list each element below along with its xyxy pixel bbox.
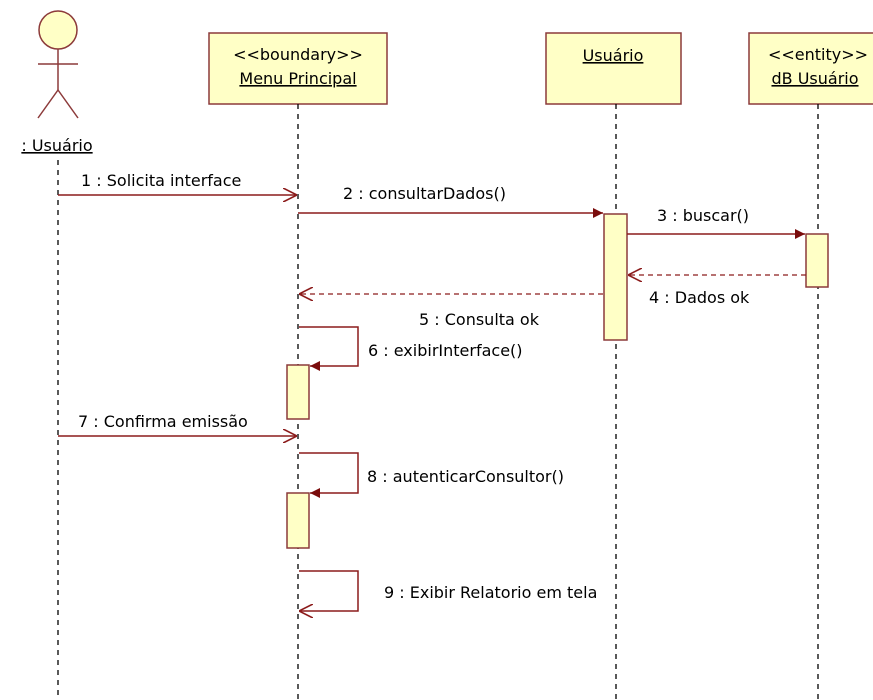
- usuario-activation: [603, 213, 628, 341]
- lifeline-stereotype: <<boundary>>: [233, 45, 363, 64]
- menu-activation-1: [286, 364, 310, 420]
- message-8-label: 8 : autenticarConsultor(): [367, 467, 564, 486]
- message-8-arrow: [299, 452, 359, 498]
- lifeline-usuario-header: Usuário: [545, 32, 682, 105]
- message-9-arrow: [299, 570, 359, 611]
- message-5-label: 5 : Consulta ok: [419, 310, 540, 329]
- message-9-label: 9 : Exibir Relatorio em tela: [384, 583, 597, 602]
- lifeline-menu-principal-header: <<boundary>> Menu Principal: [208, 32, 388, 105]
- lifeline-name: Usuário: [583, 46, 644, 65]
- db-usuario-activation: [805, 233, 829, 288]
- message-4-label: 4 : Dados ok: [649, 288, 750, 307]
- lifeline-stereotype: <<entity>>: [768, 45, 868, 64]
- lifeline-name: dB Usuário: [771, 69, 858, 88]
- message-1-label: 1 : Solicita interface: [81, 171, 241, 190]
- actor-label: : Usuário: [21, 136, 92, 155]
- lifeline-db-usuario-header: <<entity>> dB Usuário: [748, 32, 873, 105]
- message-3-label: 3 : buscar(): [657, 206, 749, 225]
- message-6-label: 6 : exibirInterface(): [368, 341, 523, 360]
- message-7-label: 7 : Confirma emissão: [78, 412, 248, 431]
- menu-activation-2: [286, 492, 310, 549]
- lifeline-name: Menu Principal: [239, 69, 356, 88]
- message-2-label: 2 : consultarDados(): [343, 184, 506, 203]
- message-6-arrow: [299, 326, 359, 371]
- actor-figure: [37, 10, 79, 119]
